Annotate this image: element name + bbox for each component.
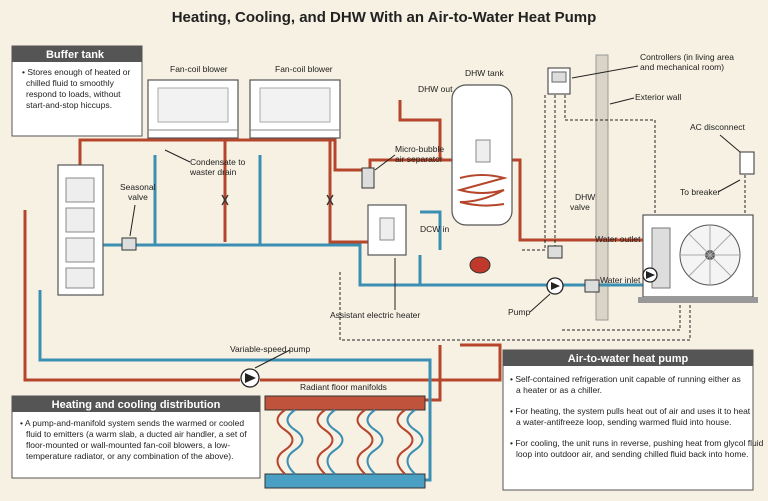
to-breaker-label: To breaker [680, 187, 720, 197]
ac-disconnect-label: AC disconnect [690, 122, 745, 132]
strainer-icon [584, 279, 600, 293]
buffer-tank [57, 164, 104, 296]
valve-icon [221, 194, 229, 206]
exterior-wall-label: Exterior wall [635, 92, 681, 102]
dcw-in-label: DCW in [420, 224, 450, 234]
variable-speed-pump-label: Variable-speed pump [230, 344, 310, 354]
fan-coil-left [147, 79, 239, 139]
air-separator-icon [361, 167, 375, 189]
distribution-text: • A pump-and-manifold system sends the w… [20, 418, 249, 461]
diagram-title: Heating, Cooling, and DHW With an Air-to… [172, 9, 597, 26]
supply-manifold [264, 395, 426, 411]
assistant-heater-label: Assistant electric heater [330, 310, 420, 320]
buffer-tank-box: Buffer tank • Stores enough of heated or… [11, 45, 143, 137]
condensate-label: Condensate to waster drain [189, 157, 248, 177]
heat-pump-title: Air-to-water heat pump [568, 353, 689, 365]
radiant-manifolds-label: Radiant floor manifolds [300, 382, 387, 392]
control-wiring [339, 95, 746, 341]
radiant-tubing [276, 409, 424, 475]
dhw-valve-label: DHW valve [570, 192, 598, 212]
buffer-tank-text: • Stores enough of heated or chilled flu… [22, 67, 133, 110]
water-outlet-label: Water outlet [595, 234, 641, 244]
seasonal-valve-label: Seasonal valve [120, 182, 158, 202]
controllers-label: Controllers (in living area and mechanic… [640, 52, 736, 72]
dhw-valve-icon [547, 245, 563, 259]
assistant-heater [367, 204, 407, 256]
seasonal-valve-icon [121, 237, 137, 251]
distribution-box: Heating and cooling distribution • A pum… [11, 395, 261, 479]
pump-label: Pump [508, 307, 530, 317]
dhw-tank-label: DHW tank [465, 68, 504, 78]
heat-pump-bullet-2: • For heating, the system pulls heat out… [510, 406, 753, 427]
water-inlet-label: Water inlet [600, 275, 641, 285]
fan-coil-left-label: Fan-coil blower [170, 64, 228, 74]
dhw-out-label: DHW out [418, 84, 453, 94]
valve-icon [326, 194, 334, 206]
return-manifold [264, 473, 426, 489]
exterior-wall [595, 54, 609, 321]
heat-pump-bullet-3: • For cooling, the unit runs in reverse,… [510, 438, 766, 459]
dhw-tank [451, 84, 513, 226]
ac-disconnect-icon [739, 151, 755, 175]
heat-pump-bullet-1: • Self-contained refrigeration unit capa… [510, 374, 743, 395]
buffer-tank-title: Buffer tank [46, 49, 105, 61]
expansion-tank-icon [469, 256, 491, 274]
air-separator-label: Micro-bubble air separator [395, 144, 447, 164]
heat-pump-unit [638, 214, 758, 303]
distribution-title: Heating and cooling distribution [52, 399, 221, 411]
fan-coil-right-label: Fan-coil blower [275, 64, 333, 74]
heat-pump-box: Air-to-water heat pump • Self-contained … [502, 349, 766, 491]
fan-coil-right [249, 79, 341, 139]
